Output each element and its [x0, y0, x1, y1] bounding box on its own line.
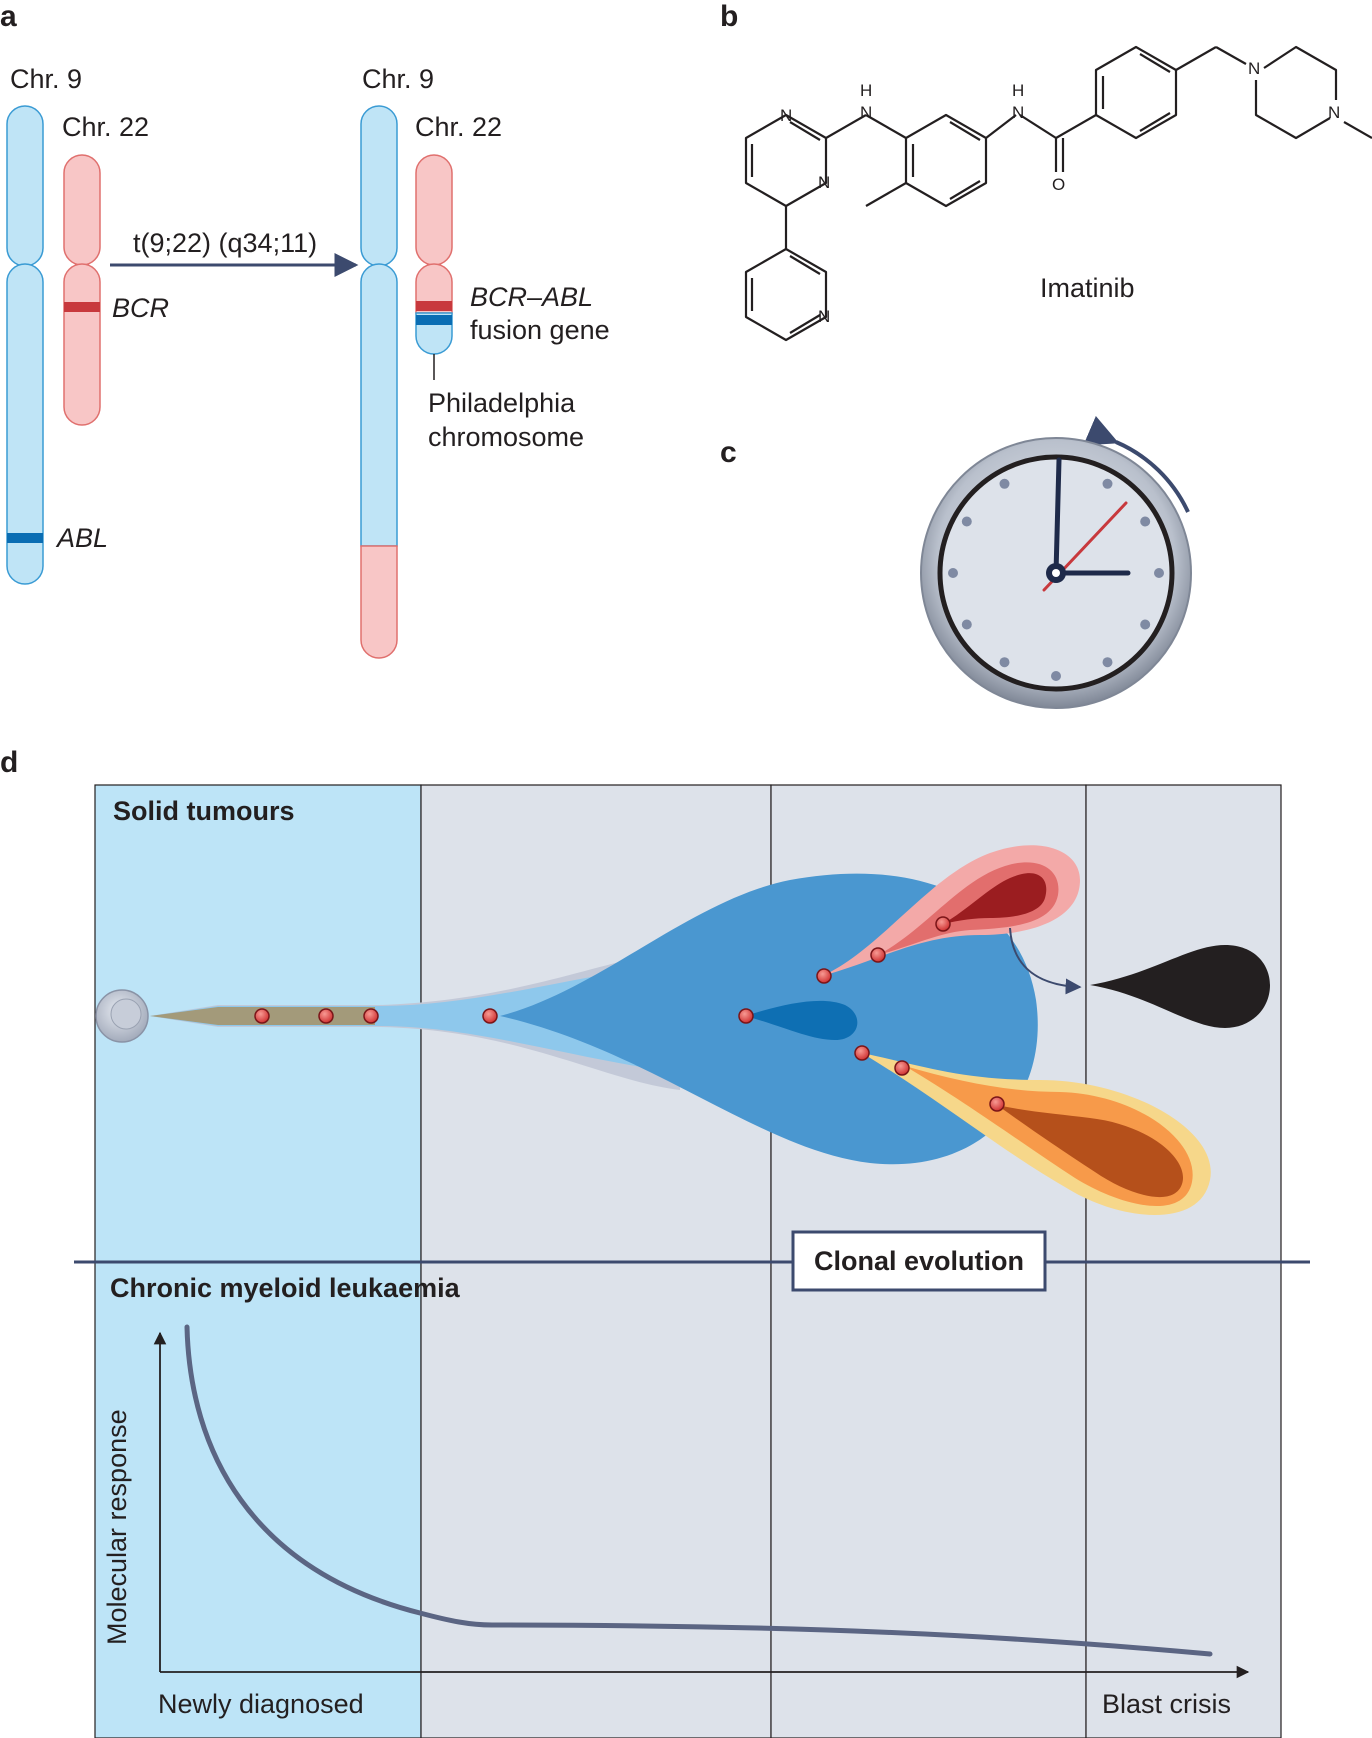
mutation-dot: [816, 968, 832, 984]
mutation-dot: [318, 1008, 334, 1024]
panel-d: d Solid tumours: [0, 746, 1310, 1738]
chr9-left: [6, 105, 44, 585]
clock-tick: [1102, 478, 1113, 489]
clock-tick: [961, 619, 972, 630]
mutation-dot: [482, 1008, 498, 1024]
imatinib-atom-labels: N N N H N H N O N N: [780, 59, 1340, 326]
chr9-right-label: Chr. 9: [362, 64, 434, 94]
clock-tick: [999, 657, 1010, 668]
atom-n6: N: [1248, 59, 1260, 78]
philadelphia-label-line2: chromosome: [428, 422, 584, 452]
mutation-dot: [854, 1045, 870, 1061]
philadelphia-chromosome: [415, 154, 453, 355]
mutation-dot: [738, 1008, 754, 1024]
atom-n4: N: [860, 103, 872, 122]
mutation-dot: [363, 1008, 379, 1024]
panel-a: a Chr. 9 ABL Chr. 22 BCR t(9;22) (q34;11…: [0, 0, 610, 659]
x-axis-end-label: Blast crisis: [1102, 1689, 1231, 1719]
atom-n5: N: [1012, 103, 1024, 122]
mutation-dot: [894, 1060, 910, 1076]
panel-b: b: [720, 0, 1372, 342]
panel-d-letter: d: [0, 746, 18, 779]
imatinib-label: Imatinib: [1040, 273, 1135, 303]
clock-tick: [948, 568, 958, 578]
blast-clone: [1090, 945, 1270, 1028]
atom-n1: N: [780, 106, 792, 125]
atom-h1: H: [860, 81, 872, 100]
chr22-left-label: Chr. 22: [62, 112, 149, 142]
panel-a-letter: a: [0, 0, 17, 33]
founder-cell: [95, 989, 149, 1043]
abl-label: ABL: [55, 523, 108, 553]
cml-label: Chronic myeloid leukaemia: [110, 1273, 461, 1303]
clock-icon: [920, 415, 1192, 709]
translocation-label: t(9;22) (q34;11): [133, 228, 317, 258]
panel-c-letter: c: [720, 436, 737, 469]
chr22-left: [63, 154, 101, 426]
mutation-dot: [935, 916, 951, 932]
atom-n3: N: [818, 307, 830, 326]
clock-tick: [961, 516, 972, 527]
clock-tick: [1140, 516, 1151, 527]
clock-tick: [999, 478, 1010, 489]
atom-n2: N: [818, 173, 830, 192]
y-axis-label: Molecular response: [102, 1409, 132, 1645]
clock-tick: [1140, 619, 1151, 630]
clonal-evolution-label: Clonal evolution: [814, 1246, 1024, 1276]
chr22-right-label: Chr. 22: [415, 112, 502, 142]
mutation-dot: [254, 1008, 270, 1024]
mutation-dot: [870, 947, 886, 963]
chr9-left-label: Chr. 9: [10, 64, 82, 94]
clonal-evolution-tree: [150, 845, 1270, 1215]
x-axis-start-label: Newly diagnosed: [158, 1689, 364, 1719]
fusion-bcr-band: [416, 301, 452, 311]
atom-o: O: [1052, 175, 1065, 194]
mutation-dot: [989, 1096, 1005, 1112]
panel-b-letter: b: [720, 0, 738, 33]
mutation-dots: [254, 916, 1005, 1112]
atom-n7: N: [1328, 103, 1340, 122]
chr9-derivative: [360, 105, 398, 659]
panel-c: c: [720, 415, 1192, 709]
fusion-gene-line2: fusion gene: [470, 315, 610, 345]
clock-tick: [1154, 568, 1164, 578]
clock-tick: [1051, 671, 1061, 681]
molecular-response-curve: [184, 1324, 1213, 1657]
atom-h2: H: [1012, 81, 1024, 100]
solid-tumours-label: Solid tumours: [113, 796, 295, 826]
fusion-abl-band: [416, 315, 452, 325]
imatinib-structure: [744, 45, 1372, 342]
abl-band: [7, 533, 43, 543]
clonal-evolution-box: Clonal evolution: [791, 1230, 1047, 1292]
bcr-band: [64, 302, 100, 312]
bcr-label: BCR: [112, 293, 169, 323]
fusion-gene-line1: BCR–ABL: [470, 282, 593, 312]
philadelphia-label-line1: Philadelphia: [428, 388, 576, 418]
clock-tick: [1102, 657, 1113, 668]
